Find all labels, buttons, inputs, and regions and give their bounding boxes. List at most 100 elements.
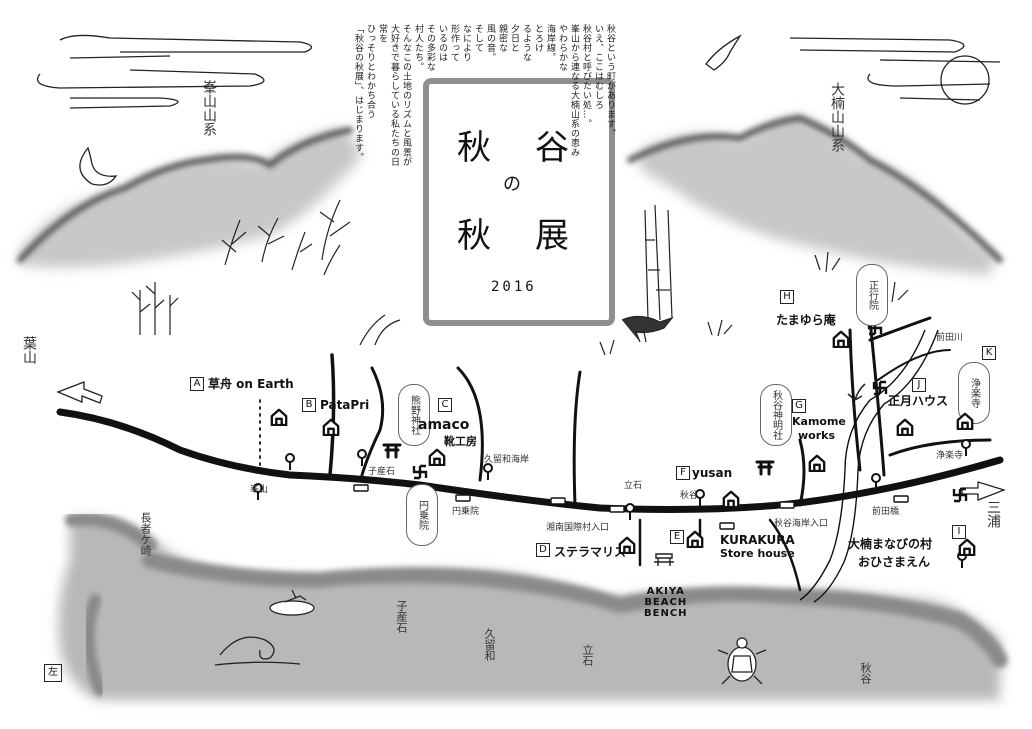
cloud-left	[36, 34, 312, 109]
house-icon	[322, 418, 340, 436]
house-icon	[956, 412, 974, 430]
shop-name-b: PataPri	[320, 398, 370, 412]
stop-enjoin: 円乗院	[452, 507, 480, 517]
shop-letter-j: J	[912, 378, 926, 392]
intro-line: いるのは	[437, 24, 447, 62]
intro-line: 秋谷という町があります。	[605, 24, 615, 138]
arrow-right-icon	[961, 481, 1006, 501]
shrine-symbols	[382, 443, 775, 476]
shop-letter-i: I	[952, 525, 966, 539]
intro-line: やわらかな	[557, 24, 567, 72]
area-hayama: 葉山	[21, 336, 37, 364]
intro-line: 峯山から連なる大楠山系の恵み	[569, 24, 579, 157]
intro-line: その多彩な	[425, 24, 435, 72]
house-icon	[832, 330, 850, 348]
moon-icon	[79, 146, 118, 186]
sea	[58, 512, 1008, 700]
title-char-1: 秋	[457, 128, 491, 168]
temple-symbols	[412, 320, 968, 503]
corner-mark: 左	[44, 664, 62, 682]
stop-jorakuji: 浄楽寺	[936, 451, 964, 461]
area-okusu-range: 大楠山山系	[829, 82, 845, 152]
temple-enjoin: 円乗院	[406, 484, 438, 546]
temple-shogyoin: 正行院	[856, 264, 888, 326]
stop-kurumewa-kaigan: 久留和海岸	[484, 455, 530, 465]
intro-line: なにより	[461, 24, 471, 62]
shop-letter-a: A	[190, 377, 204, 391]
intro-line: そして	[473, 24, 483, 53]
intro-line: そんなこの土地のリズムと風景が	[401, 24, 411, 167]
temple-akiya-shinmei: 秋谷神明社	[760, 384, 792, 446]
intro-line: 秋谷村と呼びたい処…。	[581, 24, 591, 129]
title-char-5: 展	[535, 216, 569, 256]
shop-letter-b: B	[302, 398, 316, 412]
grass-decorations	[131, 199, 909, 356]
intro-line: 海岸線。	[545, 24, 555, 62]
title-char-2: 谷	[535, 128, 569, 168]
stop-maedabashi: 前田橋	[872, 507, 900, 517]
mountain-left	[17, 127, 360, 268]
intro-line: いえ、ここはむしろ	[593, 24, 603, 110]
shop-letter-k: K	[982, 346, 996, 360]
shop-letter-f: F	[676, 466, 690, 480]
intro-line: 形作って	[449, 24, 459, 62]
house-icon	[686, 530, 704, 548]
intro-line: とろけ	[533, 24, 543, 53]
shop-sub-g: works	[798, 429, 836, 442]
area-koyaishi: 子産石	[395, 600, 408, 633]
intro-line: 夕日と	[509, 24, 519, 53]
bus-stops	[353, 484, 909, 530]
house-icon	[270, 408, 288, 426]
bench-icon	[654, 553, 674, 566]
intro-line: ひっそりとわかち合う	[365, 24, 375, 119]
bird-icon	[705, 34, 742, 71]
house-icon	[722, 490, 740, 508]
label-maedagawa: 前田川	[936, 333, 964, 343]
house-icon	[808, 454, 826, 472]
intro-line: 「秋谷の秋展」、はじまります。	[353, 24, 363, 162]
temple-kumano: 熊野神社	[398, 384, 430, 446]
shop-name-g: Kamome	[792, 415, 846, 428]
beach-bench-label: AKIYA BEACH BENCH	[644, 586, 688, 619]
intro-line: るような	[521, 24, 531, 62]
shop-name-j: 正月ハウス	[888, 394, 949, 408]
intro-text: 秋谷という町があります。いえ、ここはむしろ秋谷村と呼びたい処…。峯山から連なる大…	[352, 24, 616, 174]
shop-letter-c: C	[438, 398, 452, 412]
title-char-4: 秋	[457, 216, 491, 256]
shop-name-i: 大楠まなびの村	[848, 537, 933, 551]
house-icon	[618, 536, 636, 554]
stop-shonan-kokusai: 湘南国際村入口	[546, 523, 610, 533]
intro-line: 村人たち。	[413, 24, 423, 72]
area-tateishi: 立石	[581, 644, 594, 666]
house-icon	[958, 538, 976, 556]
house-icon	[896, 418, 914, 436]
area-mineyama-range: 峯山山系	[201, 80, 217, 136]
cloud-right	[789, 37, 1001, 105]
shop-name-e: KURAKURA	[720, 533, 795, 547]
shop-name-d: ステラマリス	[554, 545, 627, 559]
turtle-icon	[717, 637, 767, 685]
stop-akiya: 秋谷	[680, 491, 699, 501]
shop-name-f: yusan	[692, 466, 733, 480]
arrow-left-icon	[56, 381, 103, 404]
house-icon	[428, 448, 446, 466]
crow-icon	[621, 315, 674, 343]
shop-sub-e: Store house	[720, 547, 795, 560]
stop-koyaishi: 子産石	[368, 467, 396, 477]
intro-line: 風の音。	[485, 24, 495, 62]
temple-jorakuji: 浄楽寺	[958, 362, 990, 424]
wave-icon	[214, 636, 301, 666]
arrow-curve-icon	[847, 383, 866, 401]
title-box: 秋 谷 の 秋 展 2016	[423, 78, 615, 326]
area-chojagasaki: 長者ケ崎	[139, 512, 152, 556]
title-year: 2016	[491, 279, 537, 295]
stop-mineyama: 峯山	[250, 485, 269, 495]
shop-letter-g: G	[792, 399, 806, 413]
mountain-right	[627, 114, 1003, 275]
area-kurumewa: 久留和	[483, 628, 496, 661]
surfer-icon	[269, 589, 315, 616]
shop-name-h: たまゆら庵	[776, 313, 836, 327]
shop-letter-h: H	[780, 290, 794, 304]
